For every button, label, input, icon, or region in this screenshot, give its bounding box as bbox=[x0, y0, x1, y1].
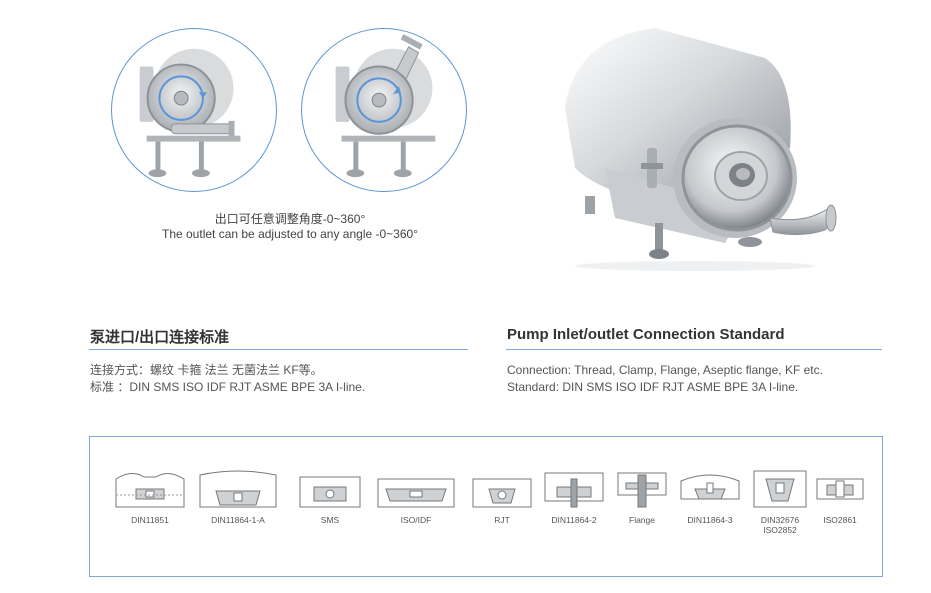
standard-din32676-iso2852: DIN32676 ISO2852 bbox=[740, 465, 820, 535]
standard-label: DIN32676 ISO2852 bbox=[760, 515, 800, 535]
standard-label: DIN11864-3 bbox=[687, 515, 733, 525]
connection-methods-chinese: 连接方式：螺纹 卡箍 法兰 无菌法兰 KF等。 bbox=[90, 363, 323, 377]
standard-label: DIN11864-1-A bbox=[211, 515, 265, 525]
din11864-3-cross-section-icon bbox=[680, 474, 740, 500]
standard-iso-idf: ISO/IDF bbox=[376, 465, 456, 525]
standard-label: ISO2861 bbox=[823, 515, 857, 525]
pump-angled-outlet-illustration bbox=[335, 34, 436, 178]
section-title-chinese: 泵进口/出口连接标准 bbox=[90, 329, 230, 346]
outlet-angle-diagram-horizontal bbox=[111, 28, 277, 192]
standard-label: Flange bbox=[629, 515, 655, 525]
standard-din11864-3: DIN11864-3 bbox=[670, 465, 750, 525]
standard-label: DIN11864-2 bbox=[551, 515, 597, 525]
sms-cross-section-icon bbox=[299, 476, 361, 508]
standards-english: Standard: DIN SMS ISO IDF RJT ASME BPE 3… bbox=[507, 380, 799, 394]
standard-iso2861: ISO2861 bbox=[800, 465, 880, 525]
pump-product-image bbox=[565, 28, 837, 271]
iso-idf-cross-section-icon bbox=[377, 478, 455, 508]
standard-label: DIN11851 bbox=[131, 515, 169, 525]
standard-flange: Flange bbox=[602, 465, 682, 525]
standard-label: ISO/IDF bbox=[400, 515, 432, 525]
connection-standards-panel: DIN11851 DIN11864-1-A SMS ISO/IDF RJ bbox=[89, 436, 883, 577]
section-divider-right bbox=[506, 349, 882, 350]
standard-din11864-1-a: DIN11864-1-A bbox=[198, 465, 278, 525]
standard-sms: SMS bbox=[290, 465, 370, 525]
outlet-caption-english: The outlet can be adjusted to any angle … bbox=[162, 227, 418, 241]
section-divider-left bbox=[89, 349, 468, 350]
outlet-caption-chinese: 出口可任意调整角度-0~360° bbox=[214, 212, 366, 226]
rjt-cross-section-icon bbox=[472, 478, 532, 508]
pump-horizontal-outlet-illustration bbox=[139, 48, 241, 178]
flange-cross-section-icon bbox=[617, 472, 667, 508]
standard-label: RJT bbox=[494, 515, 510, 525]
din11864-2-cross-section-icon bbox=[544, 472, 604, 508]
standard-rjt: RJT bbox=[462, 465, 542, 525]
din11864-1-a-cross-section-icon bbox=[199, 470, 277, 508]
standard-din11851: DIN11851 bbox=[110, 465, 190, 525]
connection-methods-english: Connection: Thread, Clamp, Flange, Asept… bbox=[507, 363, 823, 377]
section-title-english: Pump Inlet/outlet Connection Standard bbox=[507, 326, 785, 343]
iso2861-cross-section-icon bbox=[816, 478, 864, 500]
din32676-iso2852-cross-section-icon bbox=[753, 470, 807, 508]
din11851-cross-section-icon bbox=[115, 473, 185, 508]
outlet-angle-diagram-angled bbox=[301, 28, 467, 192]
standard-din11864-2: DIN11864-2 bbox=[534, 465, 614, 525]
standard-label: SMS bbox=[320, 515, 340, 525]
standards-chinese: 标准 ：DIN SMS ISO IDF RJT ASME BPE 3A I-li… bbox=[90, 380, 366, 394]
